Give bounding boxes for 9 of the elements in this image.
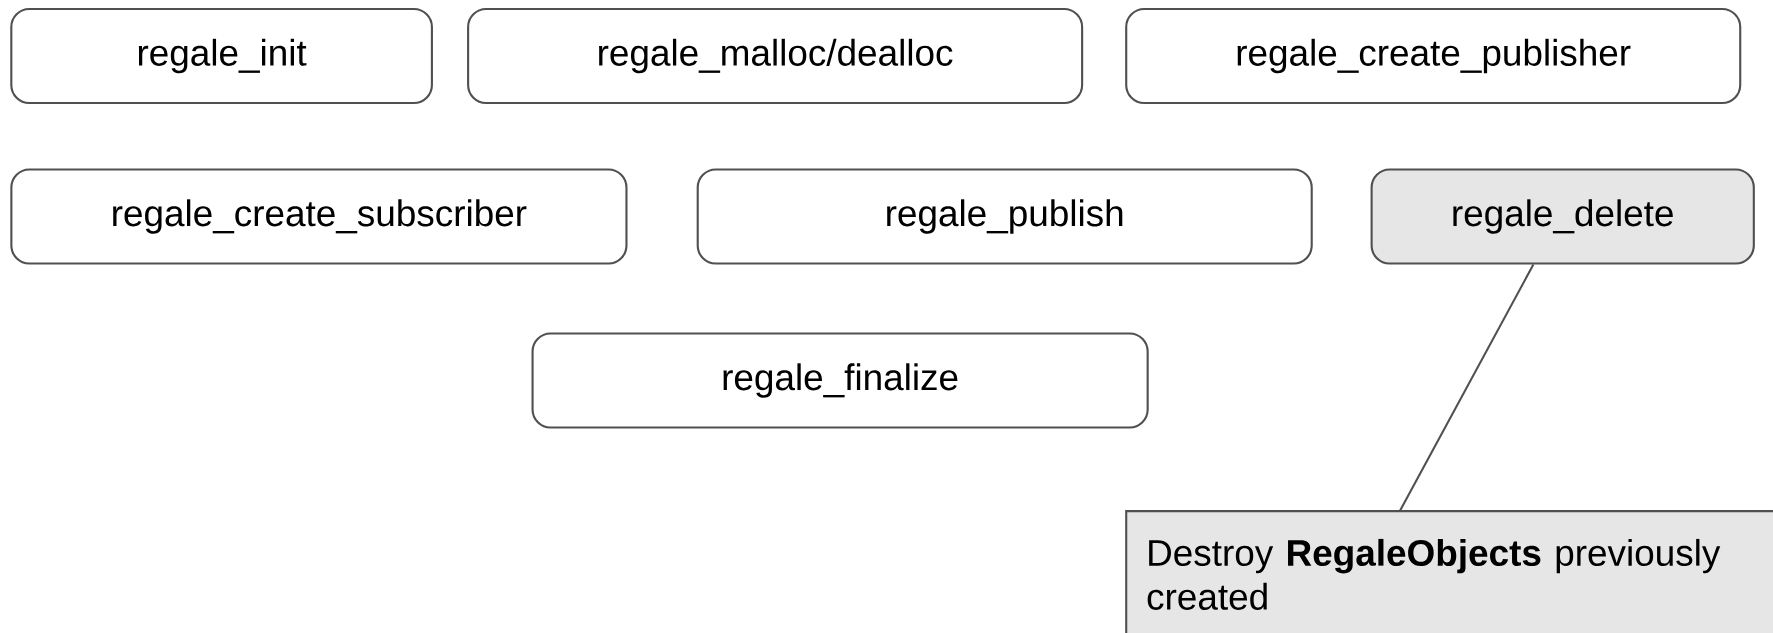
function-box: regale_publish [696,168,1313,265]
function-box: regale_create_subscriber [10,168,628,265]
function-box: regale_create_publisher [1125,8,1742,104]
leader-line [1398,264,1535,512]
function-box: regale_init [10,8,433,104]
callout-box: Destroy RegaleObjects previously created [1125,510,1773,633]
function-box: regale_finalize [531,332,1149,429]
function-box: regale_delete [1370,168,1755,265]
function-box: regale_malloc/dealloc [467,8,1084,104]
